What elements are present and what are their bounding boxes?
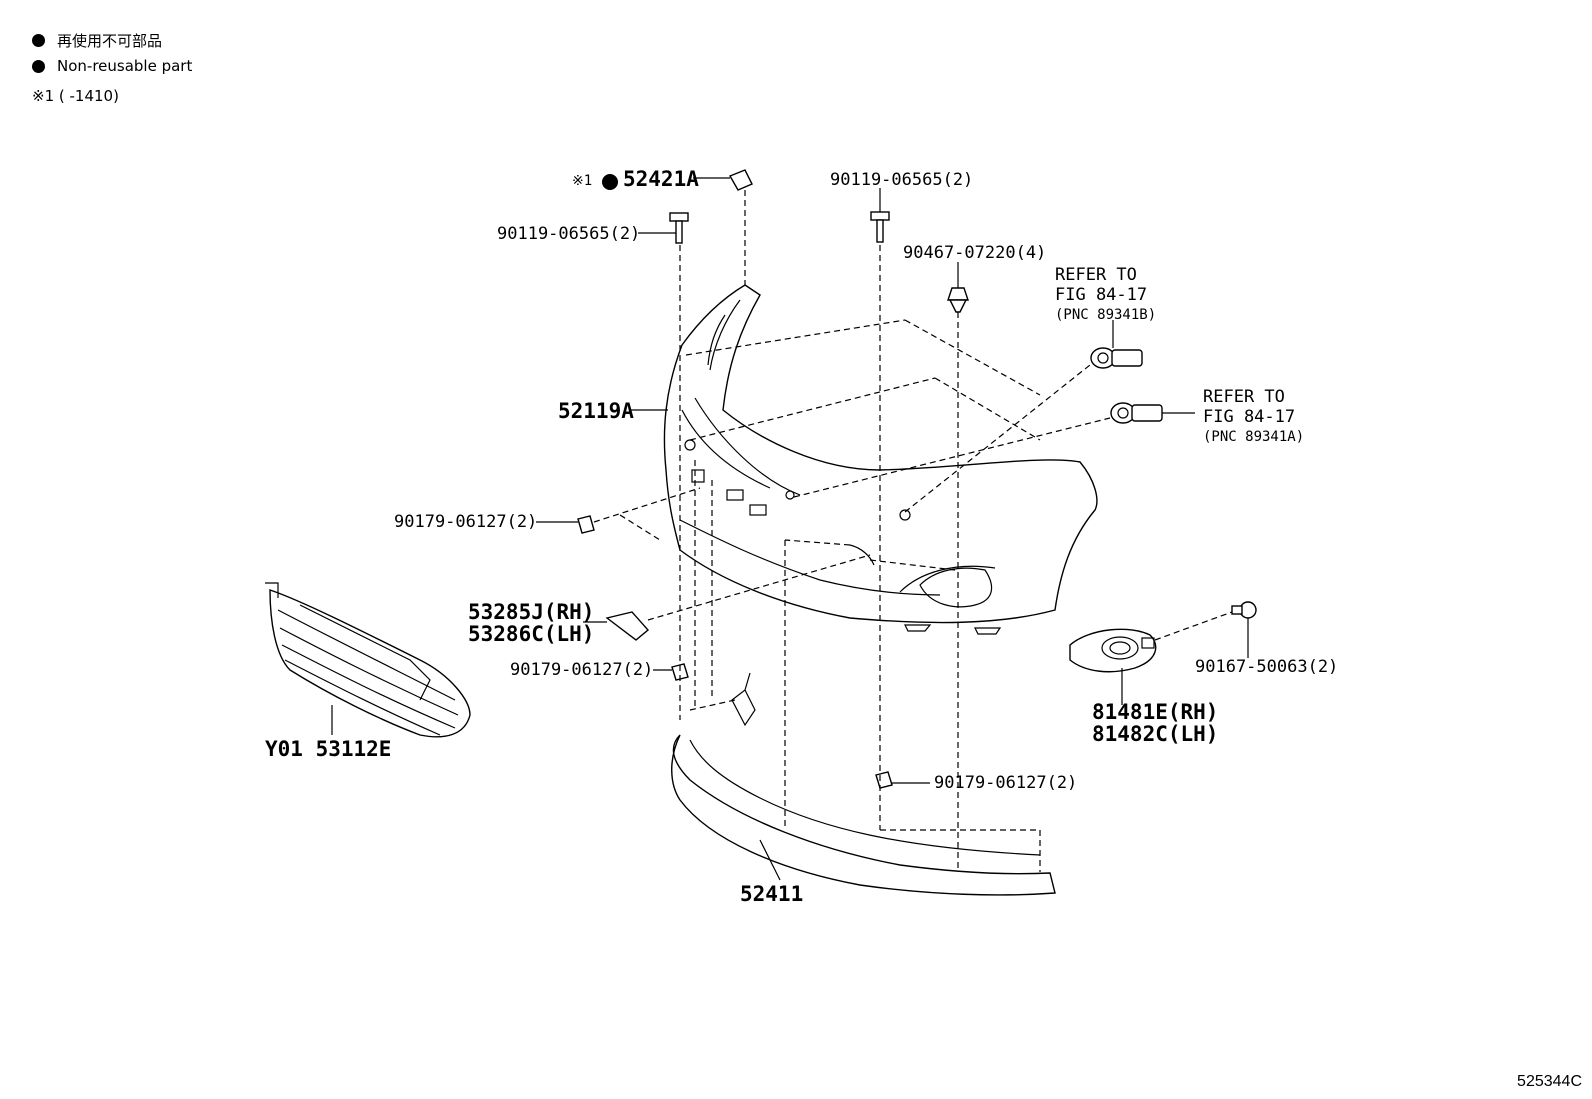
label-81481e: 81481E(RH) bbox=[1092, 700, 1219, 724]
label-81482c: 81482C(LH) bbox=[1092, 722, 1219, 746]
label-90467: 90467-07220(4) bbox=[903, 243, 1047, 263]
bullet-icon bbox=[32, 59, 45, 73]
leader-lines bbox=[331, 177, 1249, 881]
label-ref-a-line2: FIG 84-17 bbox=[1203, 407, 1296, 427]
legend-text-note: ※1 ( -1410) bbox=[32, 87, 119, 105]
bumper-cover-52119a bbox=[663, 284, 1098, 635]
label-90119-right: 90119-06565(2) bbox=[830, 170, 974, 190]
label-52421a: 52421A bbox=[623, 167, 699, 191]
label-ref-b-line3: (PNC 89341B) bbox=[1055, 307, 1157, 323]
parking-sensor-b bbox=[1090, 347, 1143, 369]
label-90119-left: 90119-06565(2) bbox=[497, 224, 641, 244]
assembly-dash-lines bbox=[593, 190, 1233, 872]
non-reusable-dot bbox=[602, 174, 618, 190]
legend-text-en: Non-reusable part bbox=[57, 57, 193, 75]
legend-nonreusable-en: Non-reusable part bbox=[32, 57, 192, 75]
legend-text-jp: 再使用不可部品 bbox=[57, 32, 163, 50]
label-ref-a-line3: (PNC 89341A) bbox=[1203, 429, 1305, 445]
label-note-mark: ※1 bbox=[572, 173, 593, 189]
label-90167: 90167-50063(2) bbox=[1195, 657, 1339, 677]
label-90179-top: 90179-06127(2) bbox=[394, 512, 538, 532]
label-ref-b-line2: FIG 84-17 bbox=[1055, 285, 1148, 305]
label-90179-mid: 90179-06127(2) bbox=[510, 660, 654, 680]
lower-grille-53112e bbox=[265, 582, 471, 738]
fog-cover-81481e bbox=[1069, 628, 1157, 673]
label-ref-a-line1: REFER TO bbox=[1203, 387, 1285, 407]
parking-sensor-a bbox=[1110, 402, 1163, 424]
label-52119a: 52119A bbox=[558, 399, 634, 423]
figure-number: 525344C bbox=[1517, 1073, 1582, 1090]
label-53286c: 53286C(LH) bbox=[468, 622, 595, 646]
label-ref-b-line1: REFER TO bbox=[1055, 265, 1137, 285]
label-y01-53112e: Y01 53112E bbox=[265, 737, 392, 761]
bullet-icon bbox=[32, 34, 45, 47]
label-90179-bottom: 90179-06127(2) bbox=[934, 773, 1078, 793]
label-53285j: 53285J(RH) bbox=[468, 600, 595, 624]
legend-nonreusable-jp: 再使用不可部品 bbox=[32, 30, 162, 51]
legend-note-1: ※1 ( -1410) bbox=[32, 87, 119, 105]
label-52411: 52411 bbox=[740, 882, 804, 906]
